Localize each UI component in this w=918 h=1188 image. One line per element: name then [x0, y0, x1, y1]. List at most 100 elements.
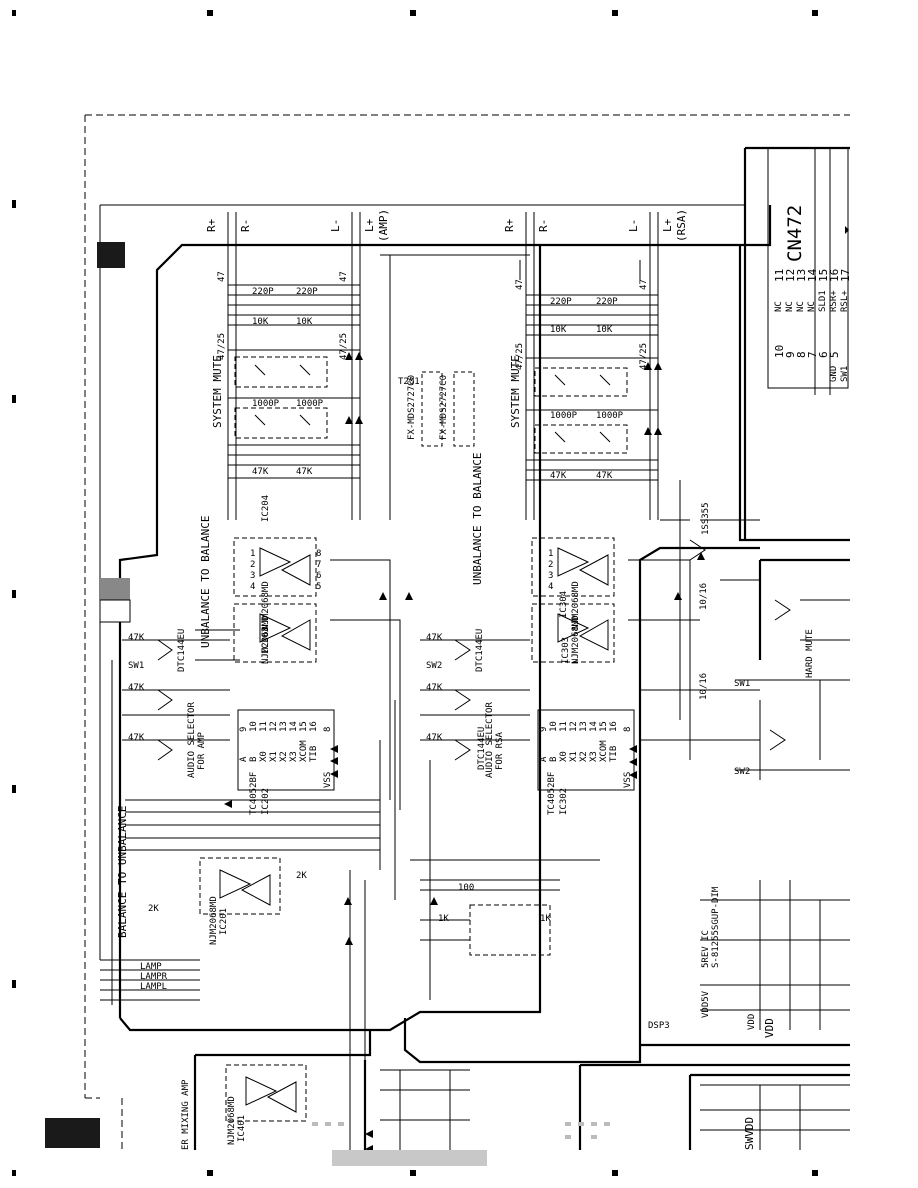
footer-bar [332, 1150, 487, 1166]
arrow-7 [224, 800, 232, 808]
net-sw2-b: SW2 [734, 767, 751, 777]
sel-sig: TIB [309, 745, 319, 762]
bus-amp [227, 212, 361, 520]
net-l-plus-rsa: L+ [661, 218, 674, 232]
block-outline-lower [403, 546, 760, 1064]
ic302-label: IC302 [559, 787, 569, 815]
net-lamp-c: LAMPL [140, 982, 168, 992]
net-sw1: SW1 [128, 661, 145, 671]
value-r47k: 47K [426, 733, 443, 743]
net-l-minus-rsa: L- [627, 218, 640, 232]
sel-pin: 10 [549, 721, 559, 732]
title-audio-sel-amp: AUDIO SELECTOR [187, 702, 197, 778]
cn-sig: NC [774, 301, 784, 312]
section-tab-grey-b [99, 599, 131, 623]
tick-top-2 [207, 10, 213, 16]
tick-bot-1 [12, 1170, 16, 1176]
sel-pin: 14 [289, 721, 299, 732]
tick-top-1 [12, 10, 16, 16]
opamp-box-ic401 [225, 1064, 307, 1122]
sel-pin: 16 [309, 721, 319, 732]
opamp-pin: 1 [250, 549, 256, 559]
ic201-type: NJM2068MD [209, 896, 219, 945]
net-sw1-b: SW1 [734, 679, 751, 689]
value-r47k: 47K [128, 633, 145, 643]
tick-bot-2 [207, 1170, 213, 1176]
tick-side-5 [12, 980, 16, 988]
net-r-plus-rsa: R+ [503, 218, 516, 232]
sel-sig: X2 [279, 751, 289, 762]
ic304-label: IC304 [559, 590, 569, 618]
title-system-mute-amp: SYSTEM MUTE [211, 355, 224, 428]
value-r2k: 2K [296, 871, 307, 881]
value-c10: 1000P [596, 411, 624, 421]
ic303-type: NJM2068MD [571, 615, 581, 664]
section-tab-black [97, 242, 125, 268]
title-reg-ic-part: S-81255SGUP-DIM [711, 886, 721, 968]
title-unbal-to-bal-rsa: UNBALANCE TO BALANCE [471, 452, 484, 585]
title-mixing-amp: ER MIXING AMP [181, 1079, 191, 1150]
title-unbal-to-bal-amp: UNBALANCE TO BALANCE [199, 515, 212, 648]
net-r-minus: R- [239, 218, 252, 232]
ic202-pins: 9 10 11 12 13 14 15 16 A B X0 X1 X2 X3 X… [239, 712, 334, 790]
cn-pin: 5 [828, 351, 841, 358]
opamp-box-ic303 [531, 603, 615, 663]
rows-rsa [526, 294, 658, 481]
grey-dash-4 [565, 1122, 571, 1126]
value-dtc: DTC144EU [177, 628, 187, 672]
ic201-label: IC201 [219, 907, 229, 935]
opamp-box-ic304 [531, 537, 615, 597]
tick-top-5 [812, 10, 818, 16]
value-c47u: 47/25 [339, 332, 349, 360]
arrow-3 [379, 552, 705, 600]
title-bal-to-unbal: BALANCE TO UNBALANCE [116, 805, 129, 938]
cn-sig: NC [796, 301, 806, 312]
sel-sig: X3 [289, 751, 299, 762]
sel-pin: 15 [299, 721, 309, 732]
tick-side-1 [12, 200, 16, 208]
opamp-tri-5 [219, 869, 271, 906]
opamp-tri-6 [245, 1076, 297, 1113]
net-sw2: SW2 [426, 661, 443, 671]
net-dsp3: DSP3 [648, 1021, 670, 1031]
sel-pin: 13 [279, 721, 289, 732]
cn-sig: SW1 [840, 365, 850, 382]
value-r47: 47 [217, 271, 227, 282]
cn-sig: RSL+ [840, 290, 850, 312]
grey-dash-7 [604, 1122, 610, 1126]
opamp-pin: 8 [316, 549, 322, 559]
sel-pin: 12 [269, 721, 279, 732]
value-r47k: 47K [596, 471, 613, 481]
tick-bot-4 [612, 1170, 618, 1176]
value-c22: 220P [252, 287, 274, 297]
value-r10k: 10K [296, 317, 313, 327]
sel-sig: X3 [589, 751, 599, 762]
value-r10k: 10K [596, 325, 613, 335]
cn-sig: NC [785, 301, 795, 312]
tick-side-4 [12, 785, 16, 793]
value-r47k: 47K [426, 683, 443, 693]
rows-amp [228, 284, 360, 479]
arrow-6 [365, 1130, 373, 1153]
value-dtc: DTC144EU [475, 628, 485, 672]
sel-sig: X0 [559, 751, 569, 762]
value-c22: 220P [596, 297, 618, 307]
cn472-label: CN472 [784, 204, 806, 262]
arrow-2 [644, 362, 662, 435]
grey-dash-2 [325, 1122, 331, 1126]
tick-bot-5 [812, 1170, 818, 1176]
opamp-pin: 7 [316, 560, 322, 570]
opamp-box-ic201 [199, 857, 281, 915]
title-reg-ic: 5REV IC [701, 930, 711, 968]
opamp-pin: 3 [250, 571, 256, 581]
title-audio-sel-amp-b: FOR AMP [197, 732, 207, 770]
grey-dash-5 [578, 1122, 584, 1126]
opamp-tri-3 [557, 547, 609, 586]
value-r10k: 10K [252, 317, 269, 327]
net-amp: (AMP) [377, 208, 390, 242]
sel-sig: TIB [609, 745, 619, 762]
value-r2k: 2K [148, 904, 159, 914]
value-c10: 1000P [550, 411, 578, 421]
grey-dash-9 [591, 1135, 597, 1139]
t201-label: T201 [398, 377, 420, 387]
